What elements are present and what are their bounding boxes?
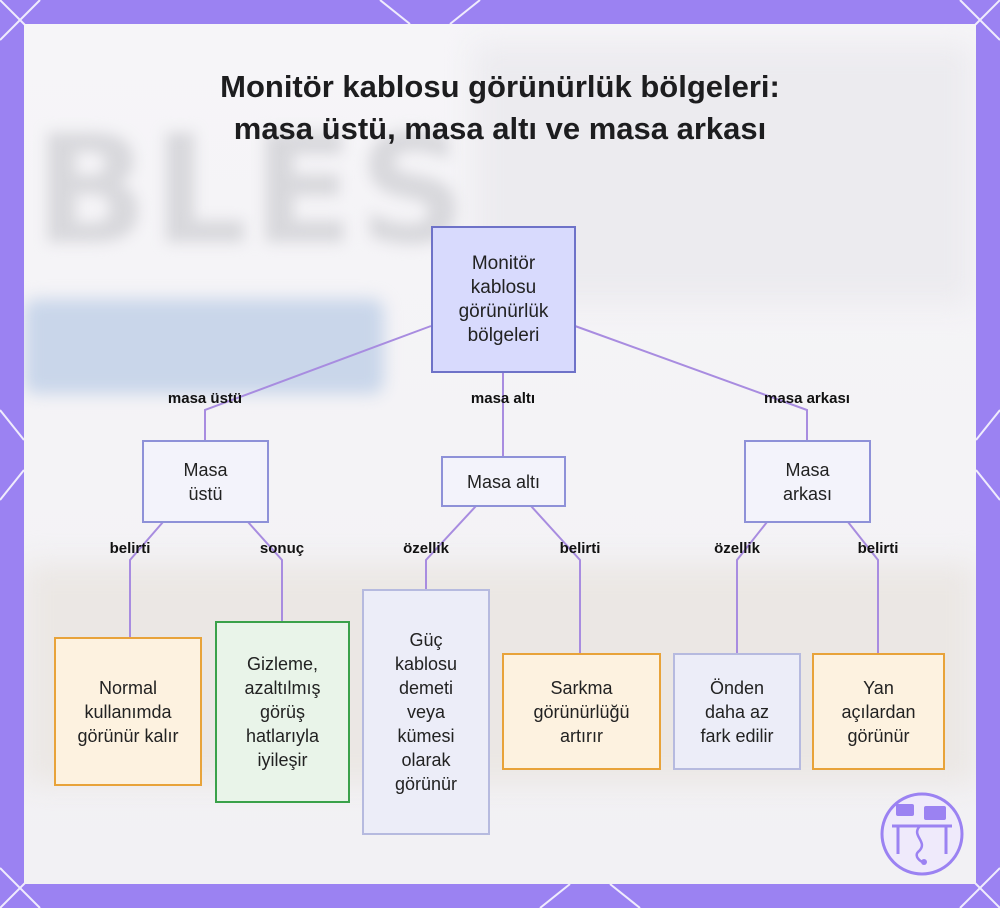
- edge-sonuc: [248, 522, 282, 622]
- node-yan: Yan açılardan görünür: [812, 653, 945, 770]
- desk-computer-icon: [880, 792, 964, 876]
- edge-masa-arkasi: [575, 326, 807, 440]
- node-guc: Güç kablosu demeti veya kümesi olarak gö…: [362, 589, 490, 835]
- node-normal: Normal kullanımda görünür kalır: [54, 637, 202, 786]
- node-gizleme: Gizleme, azaltılmış görüş hatlarıyla iyi…: [215, 621, 350, 803]
- edge-label-ozellik: özellik: [403, 540, 449, 557]
- edge-label-masa-ustu: masa üstü: [168, 390, 242, 407]
- node-masa-arkasi: Masa arkası: [744, 440, 871, 523]
- node-masa-ustu: Masa üstü: [142, 440, 269, 523]
- edge-belirti-2: [531, 506, 580, 654]
- edge-label-masa-arkasi: masa arkası: [764, 390, 850, 407]
- node-sarkma: Sarkma görünürlüğü artırır: [502, 653, 661, 770]
- edge-label-belirti: belirti: [858, 540, 899, 557]
- edge-masa-ustu: [205, 326, 431, 440]
- edge-label-belirti: belirti: [560, 540, 601, 557]
- edge-label-masa-alti: masa altı: [471, 390, 535, 407]
- node-onden: Önden daha az fark edilir: [673, 653, 801, 770]
- edge-label-sonuc: sonuç: [260, 540, 304, 557]
- edge-label-belirti: belirti: [110, 540, 151, 557]
- node-masa-alti: Masa altı: [441, 456, 566, 507]
- edge-label-ozellik: özellik: [714, 540, 760, 557]
- node-root: Monitör kablosu görünürlük bölgeleri: [431, 226, 576, 373]
